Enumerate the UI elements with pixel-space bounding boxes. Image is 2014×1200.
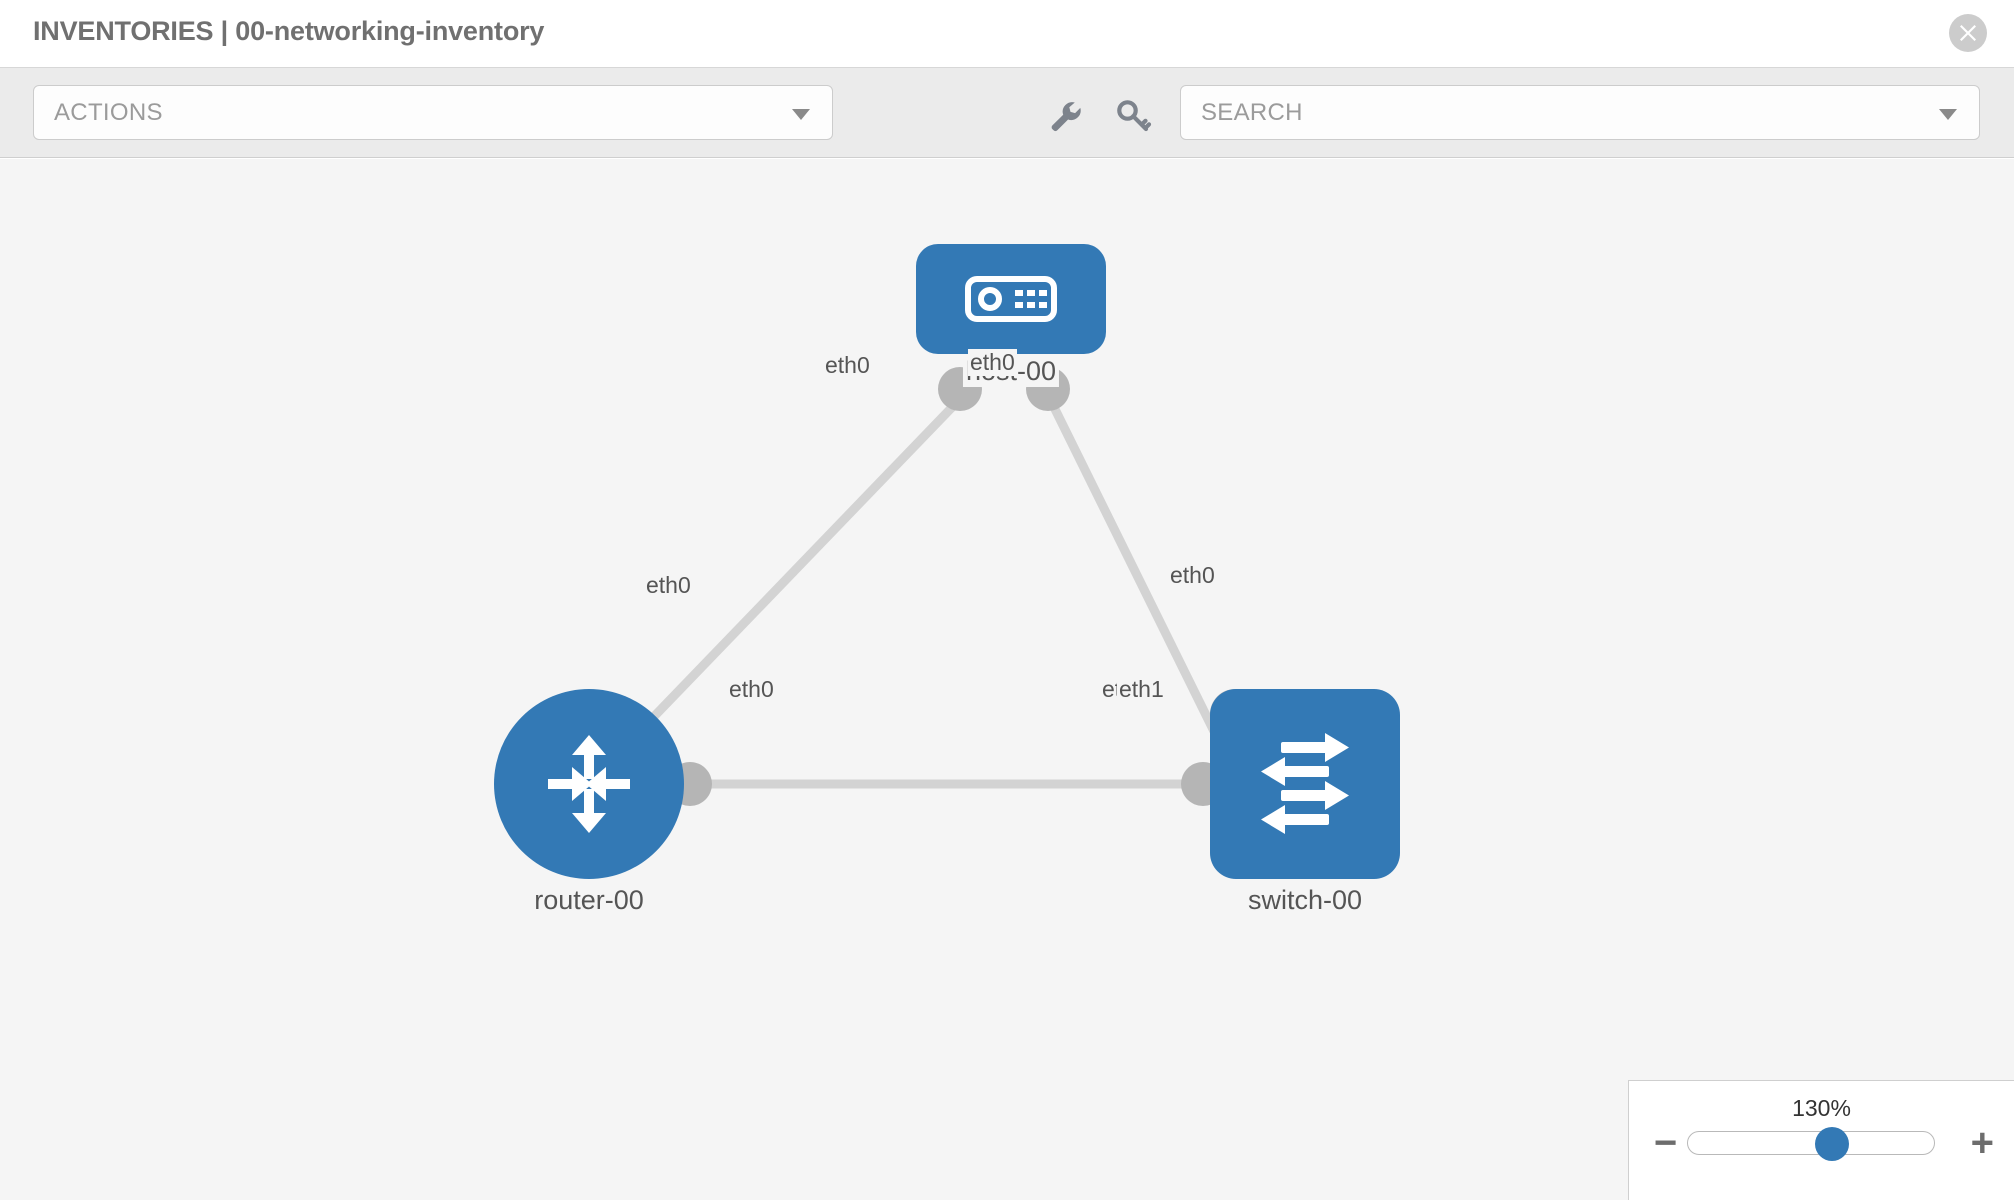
zoom-level-label: 130% (1792, 1095, 1851, 1121)
toolbar: ACTIONS SEARCH (0, 68, 2014, 158)
page-header: INVENTORIES | 00-networking-inventory (0, 0, 2014, 68)
iface-label-host-right: eth0 (968, 349, 1017, 376)
zoom-out-button[interactable]: − (1654, 1121, 1678, 1165)
node-label-switch-00: switch-00 (1244, 885, 1366, 916)
router-shape (494, 689, 684, 879)
iface-label-router-eth0: eth0 (727, 676, 776, 703)
iface-label-router-uplink: eth0 (644, 572, 693, 599)
node-router-00[interactable]: router-00 (494, 689, 684, 916)
key-icon[interactable] (1113, 96, 1153, 136)
node-label-router-00: router-00 (531, 885, 647, 916)
iface-label-host-left: eth0 (823, 352, 872, 379)
search-input[interactable]: SEARCH (1180, 85, 1980, 140)
iface-label-switch-uplink: eth0 (1168, 562, 1217, 589)
server-icon (965, 276, 1057, 322)
page-title: INVENTORIES | 00-networking-inventory (33, 16, 545, 46)
host-shape (916, 244, 1106, 354)
node-host-00[interactable]: host-00 (916, 244, 1106, 387)
zoom-in-button[interactable]: + (1970, 1121, 1994, 1165)
actions-dropdown[interactable]: ACTIONS (33, 85, 833, 140)
close-icon[interactable] (1949, 14, 1987, 52)
chevron-down-icon[interactable] (1939, 109, 1957, 120)
wrench-icon[interactable] (1046, 96, 1086, 136)
switch-arrows-icon (1261, 733, 1349, 834)
zoom-control-panel: 130% − + (1628, 1080, 2014, 1200)
chevron-down-icon (792, 109, 810, 120)
actions-dropdown-label: ACTIONS (54, 99, 163, 126)
router-arrows-icon (548, 735, 630, 833)
switch-shape (1210, 689, 1400, 879)
iface-label-switch-eth1: eth1 (1117, 676, 1166, 703)
zoom-slider-thumb[interactable] (1814, 1127, 1849, 1161)
link-host-switch (1045, 397, 1245, 786)
node-switch-00[interactable]: switch-00 (1210, 689, 1400, 916)
search-input-value: SEARCH (1201, 99, 1303, 126)
zoom-slider[interactable] (1687, 1127, 1935, 1161)
topology-canvas[interactable]: host-00 (0, 159, 2014, 1200)
